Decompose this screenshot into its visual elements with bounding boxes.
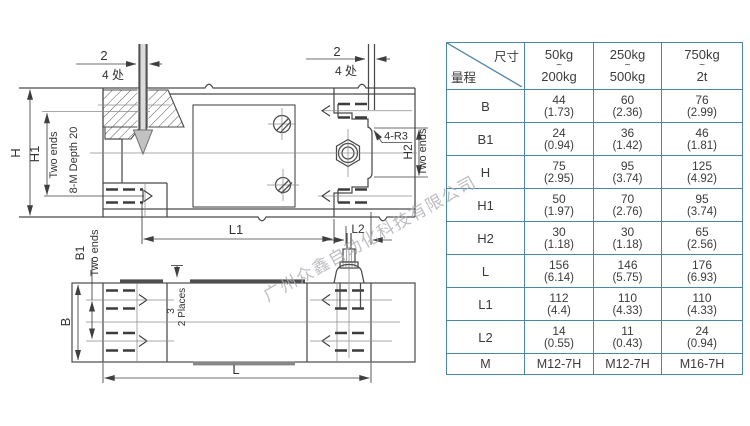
value-cell: 112(4.4) — [524, 287, 594, 321]
value-cell: 95(3.74) — [661, 188, 743, 222]
value-cell: 60(2.36) — [593, 89, 662, 123]
plan-thread-left — [106, 289, 136, 352]
value-cell: 24(0.94) — [661, 320, 743, 354]
row-label: L2 — [446, 320, 525, 354]
cable-gland — [333, 233, 365, 308]
row-label: M — [446, 353, 525, 375]
value-cell: 44(1.73) — [524, 89, 594, 123]
value-cell: M12-7H — [524, 353, 594, 375]
hidden-thread-right-top — [338, 102, 368, 119]
value-cell: 11(0.43) — [593, 320, 662, 354]
dim-l-label: L — [232, 362, 239, 377]
table-row: H1 50(1.97) 70(2.76) 95(3.74) — [446, 188, 743, 222]
hidden-thread-right-bottom — [338, 188, 368, 204]
table-row: H2 30(1.18) 30(1.18) 65(2.56) — [446, 221, 743, 255]
dim-2-left: 2 — [100, 48, 107, 63]
dim-b1-label: B1 — [73, 245, 87, 260]
capacity-header-3: 750kg ~ 2t — [661, 42, 743, 90]
table-row: L 156(6.14) 146(5.75) 176(6.93) — [446, 254, 743, 288]
value-cell: 156(6.14) — [524, 254, 594, 288]
table-row: H 75(2.95) 95(3.74) 125(4.92) — [446, 155, 743, 189]
value-cell: 30(1.18) — [593, 221, 662, 255]
value-cell: 46(1.81) — [661, 122, 743, 156]
dim-l1-label: L1 — [229, 222, 243, 237]
two-ends-b1-label: Two ends — [89, 229, 101, 277]
value-cell: 110(4.33) — [593, 287, 662, 321]
two-ends-right-label: Two ends — [417, 128, 429, 176]
hatch-wedge — [104, 126, 142, 140]
table-row: B 44(1.73) 60(2.36) 76(2.99) — [446, 89, 743, 123]
row-label: H1 — [446, 188, 525, 222]
load-arrow — [132, 44, 154, 156]
pad-places-label: 2 Places — [177, 288, 188, 326]
value-cell: 76(2.99) — [661, 89, 743, 123]
value-cell: 36(1.42) — [593, 122, 662, 156]
row-label: B — [446, 89, 525, 123]
fillet-callout-label: 4-R3 — [384, 131, 408, 143]
corner-cell: 尺寸 量程 — [446, 42, 525, 90]
row-label: B1 — [446, 122, 525, 156]
value-cell: 75(2.95) — [524, 155, 594, 189]
plan-view — [71, 233, 416, 366]
value-cell: M12-7H — [593, 353, 662, 375]
value-cell: 110(4.33) — [661, 287, 743, 321]
corner-label-range: 量程 — [451, 71, 477, 85]
pocket — [192, 104, 296, 208]
row-label: L1 — [446, 287, 525, 321]
dim-2-left-note: 4 处 — [102, 68, 124, 82]
row-label: L — [446, 254, 525, 288]
dim-h2-label: H2 — [401, 144, 415, 160]
dim-l2-label: L2 — [351, 222, 365, 236]
value-cell: 30(1.18) — [524, 221, 594, 255]
top-plate-line — [19, 83, 415, 89]
corner-label-size: 尺寸 — [493, 50, 519, 64]
screw-top — [268, 108, 296, 140]
dark-pad — [120, 279, 163, 284]
value-cell: 146(5.75) — [593, 254, 662, 288]
bolt-lines-left — [138, 44, 148, 128]
two-ends-left-label: Two ends — [48, 131, 60, 179]
dimension-table: 尺寸 量程 50kg ~ 200kg 250kg ~ 500kg 750kg ~… — [446, 42, 743, 375]
screw-bottom — [267, 169, 299, 201]
capacity-header-1: 50kg ~ 200kg — [524, 42, 594, 90]
table-row: L1 112(4.4) 110(4.33) 110(4.33) — [446, 287, 743, 321]
side-view — [19, 44, 417, 222]
bottom-plate-line — [19, 216, 415, 222]
table-row: L2 14(0.55) 11(0.43) 24(0.94) — [446, 320, 743, 354]
table-row: B1 24(0.94) 36(1.42) 46(1.81) — [446, 122, 743, 156]
right-end-profile — [333, 88, 373, 217]
value-cell: 176(6.93) — [661, 254, 743, 288]
value-cell: M16-7H — [661, 353, 743, 375]
dim-2-right: 2 — [333, 44, 340, 59]
engineering-drawing: 2 4 处 2 4 处 H H1 Two ends 8-M Depth 20 4… — [8, 44, 429, 383]
dim-h1-label: H1 — [27, 146, 42, 163]
value-cell: 50(1.97) — [524, 188, 594, 222]
value-cell: 24(0.94) — [524, 122, 594, 156]
dark-pad — [193, 361, 295, 366]
table-row: M M12-7H M12-7H M16-7H — [446, 353, 743, 375]
row-label: H2 — [446, 221, 525, 255]
value-cell: 95(3.74) — [593, 155, 662, 189]
hidden-thread-left — [106, 188, 143, 204]
dim-h-label: H — [8, 148, 23, 157]
value-cell: 14(0.55) — [524, 320, 594, 354]
value-cell: 125(4.92) — [661, 155, 743, 189]
gap-lines-right — [367, 44, 376, 110]
row-label: H — [446, 155, 525, 189]
dark-pad — [190, 279, 305, 284]
capacity-header-2: 250kg ~ 500kg — [593, 42, 662, 90]
dimensions: 2 4 处 2 4 处 H H1 Two ends 8-M Depth 20 4… — [8, 44, 429, 383]
dim-2-right-note: 4 处 — [335, 64, 357, 78]
thread-callout-label: 8-M Depth 20 — [68, 127, 80, 194]
table-header-row: 尺寸 量程 50kg ~ 200kg 250kg ~ 500kg 750kg ~… — [446, 42, 743, 90]
pad-thickness-label: 3 — [166, 308, 177, 314]
dim-b-label: B — [58, 318, 73, 327]
corner-diagonal — [447, 43, 522, 87]
value-cell: 70(2.76) — [593, 188, 662, 222]
value-cell: 65(2.56) — [661, 221, 743, 255]
